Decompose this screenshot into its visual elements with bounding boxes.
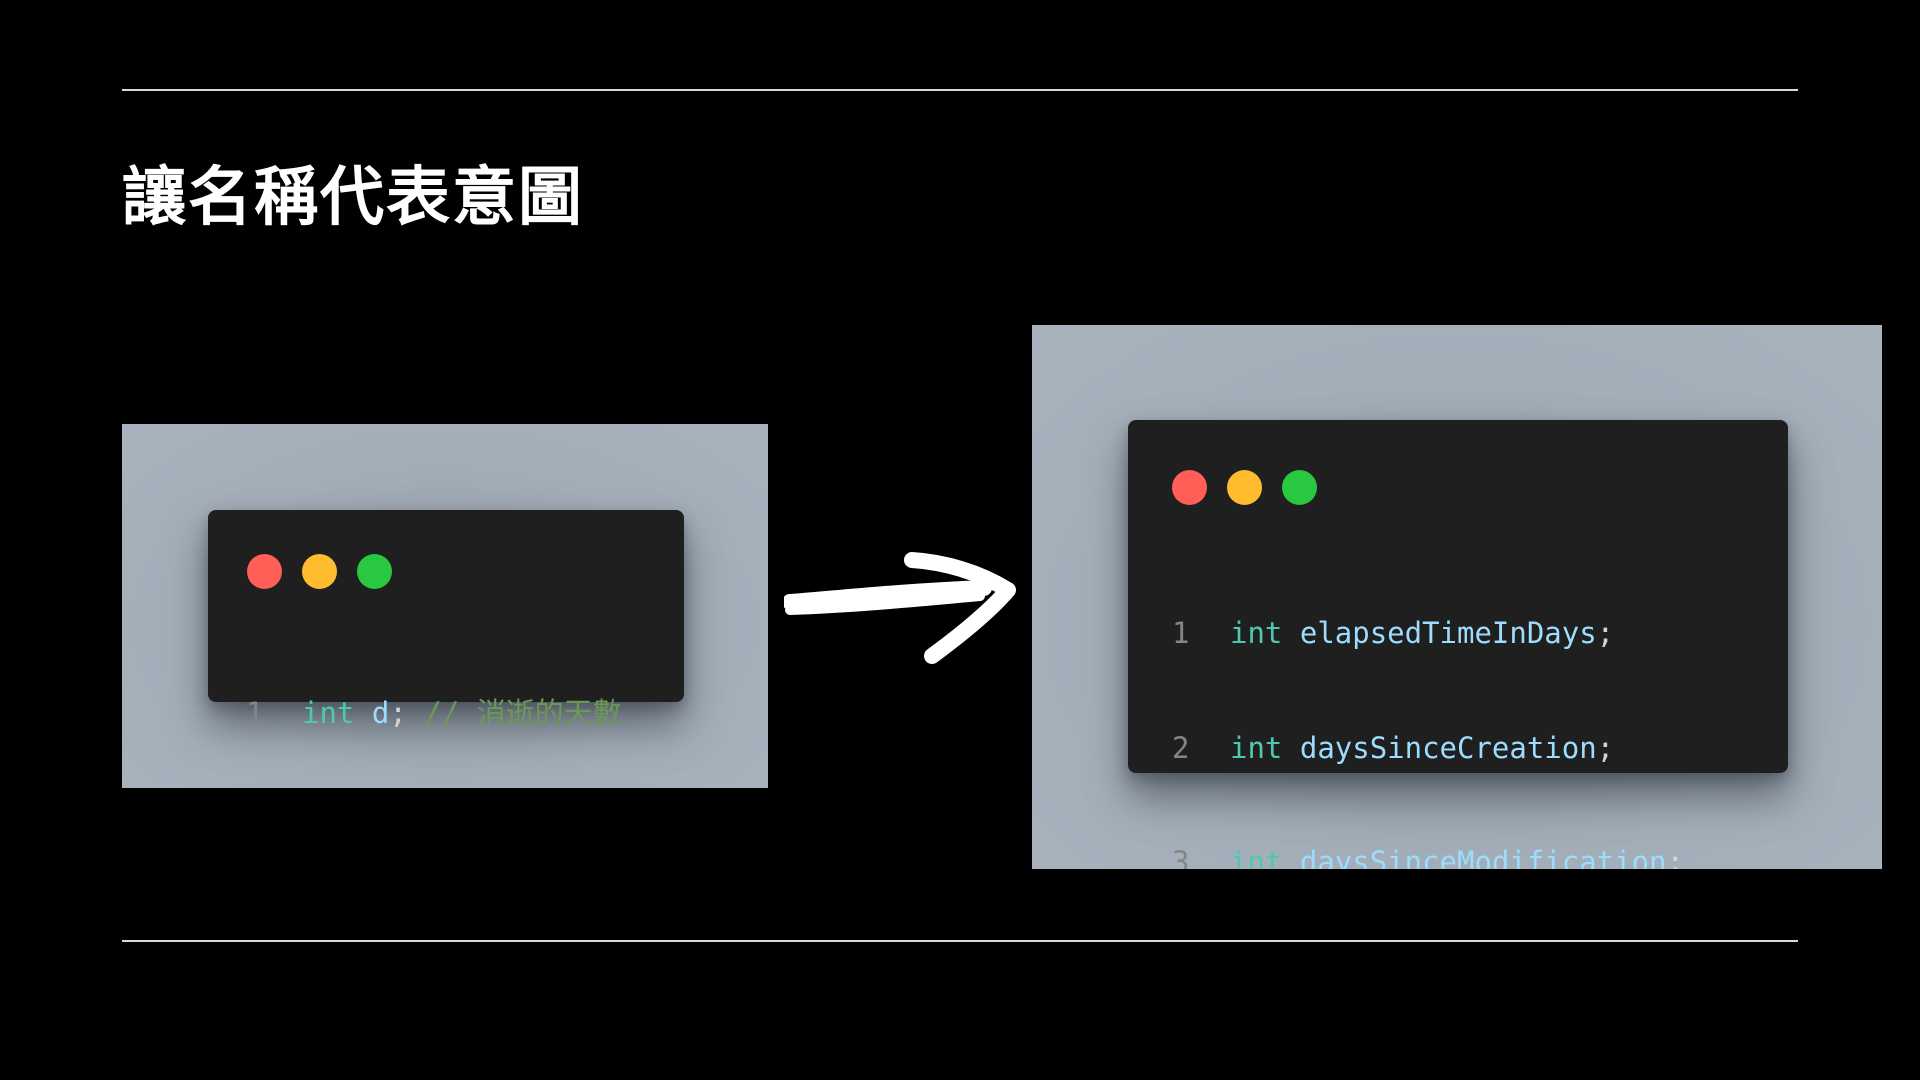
before-code-frame: 1 int d; // 消逝的天數 — [122, 424, 768, 788]
close-dot-icon — [1172, 470, 1207, 505]
code-line: 1 int elapsedTimeInDays; — [1172, 610, 1684, 657]
code-punctuation: ; — [1596, 730, 1615, 765]
line-number: 1 — [246, 696, 264, 730]
maximize-dot-icon — [357, 554, 392, 589]
code-line: 3 int daysSinceModification; — [1172, 839, 1684, 869]
bottom-divider — [122, 940, 1798, 942]
code-keyword: int — [1230, 730, 1283, 765]
slide-title: 讓名稱代表意圖 — [122, 161, 584, 235]
after-code-block: 1 int elapsedTimeInDays; 2 int daysSinceCr… — [1172, 542, 1684, 869]
top-divider — [122, 89, 1798, 91]
code-keyword: int — [302, 696, 355, 730]
code-punctuation: ; — [1666, 845, 1684, 869]
code-identifier: d — [371, 696, 390, 730]
minimize-dot-icon — [302, 554, 337, 589]
after-code-window: 1 int elapsedTimeInDays; 2 int daysSinceCr… — [1128, 420, 1788, 869]
code-identifier: daysSinceCreation — [1299, 730, 1597, 765]
line-number: 1 — [1172, 616, 1190, 650]
minimize-dot-icon — [1227, 470, 1262, 505]
before-code-block: 1 int d; // 消逝的天數 — [246, 622, 622, 788]
hand-drawn-arrow-right-icon — [784, 552, 1016, 664]
window-controls — [247, 554, 392, 589]
code-keyword: int — [1230, 616, 1283, 650]
code-line: 1 int d; // 消逝的天數 — [246, 690, 622, 737]
code-keyword: int — [1230, 845, 1283, 869]
window-controls — [1172, 470, 1317, 505]
code-identifier: daysSinceModification — [1299, 845, 1667, 869]
code-comment: // 消逝的天數 — [406, 696, 622, 730]
code-identifier: elapsedTimeInDays — [1299, 616, 1597, 650]
code-punctuation: ; — [389, 696, 407, 730]
line-number: 3 — [1172, 845, 1190, 869]
maximize-dot-icon — [1282, 470, 1317, 505]
before-code-window: 1 int d; // 消逝的天數 — [208, 510, 684, 730]
code-punctuation: ; — [1596, 616, 1615, 650]
close-dot-icon — [247, 554, 282, 589]
after-code-frame: 1 int elapsedTimeInDays; 2 int daysSinceCr… — [1032, 325, 1882, 869]
code-line: 2 int daysSinceCreation; — [1172, 725, 1684, 772]
line-number: 2 — [1172, 730, 1190, 765]
